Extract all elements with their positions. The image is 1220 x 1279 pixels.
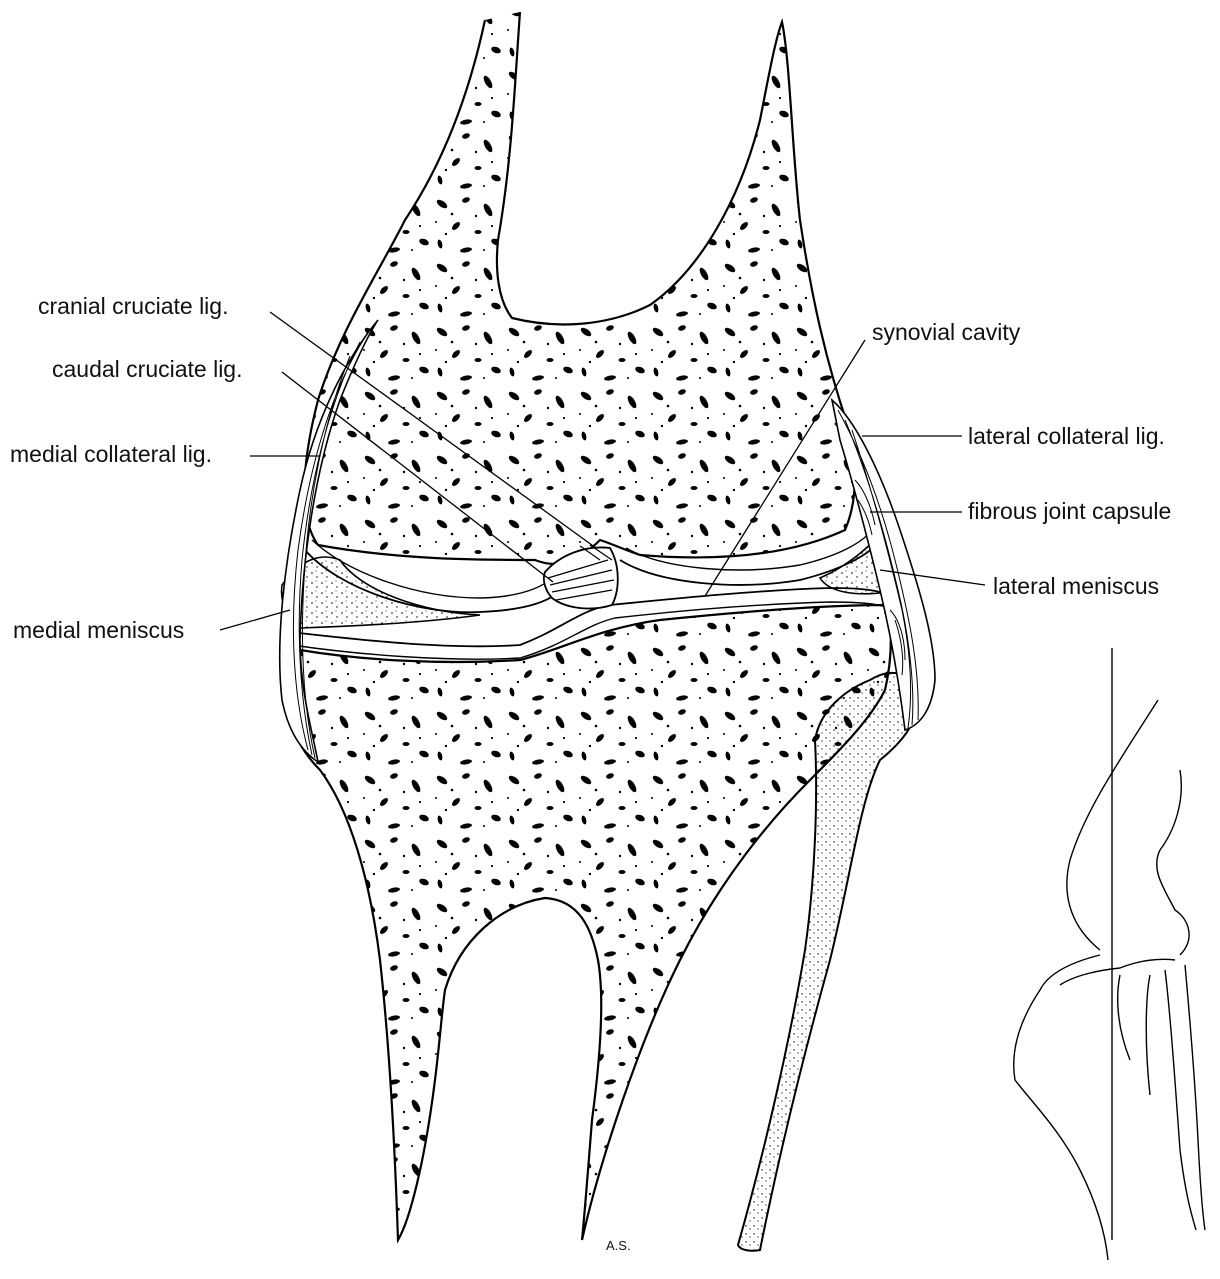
label-medial-meniscus: medial meniscus — [13, 617, 184, 643]
femur — [305, 12, 855, 564]
label-lateral-meniscus: lateral meniscus — [993, 573, 1159, 599]
label-medial-collateral: medial collateral lig. — [10, 441, 212, 467]
label-caudal-cruciate: caudal cruciate lig. — [52, 356, 243, 382]
label-lateral-collateral: lateral collateral lig. — [968, 423, 1165, 449]
label-fibrous-capsule: fibrous joint capsule — [968, 498, 1171, 524]
tibia — [282, 605, 891, 1240]
label-synovial-cavity: synovial cavity — [872, 319, 1020, 345]
artist-signature: A.S. — [606, 1238, 631, 1253]
label-cranial-cruciate: cranial cruciate lig. — [38, 293, 228, 319]
stifle-overview-sketch — [1014, 648, 1205, 1260]
medial-meniscus-shape — [282, 557, 480, 628]
